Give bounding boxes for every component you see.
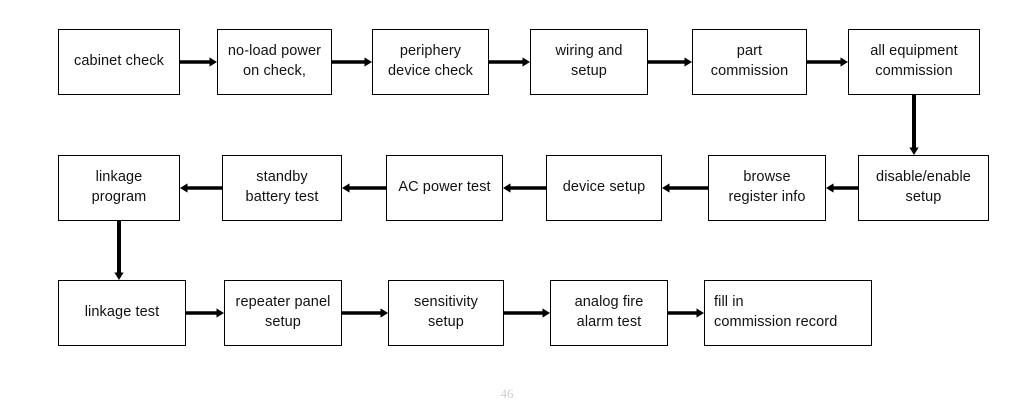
flow-node-n14: repeater panel setup [224,280,342,346]
flow-node-n12: linkage program [58,155,180,221]
flow-node-n17: fill in commission record [704,280,872,346]
flow-node-n13: linkage test [58,280,186,346]
arrow-n9-to-n10 [489,174,560,202]
flow-node-n1: cabinet check [58,29,180,95]
arrow-n4-to-n5 [634,48,706,76]
flow-node-n3: periphery device check [372,29,489,95]
flow-node-n16: analog fire alarm test [550,280,668,346]
arrow-n11-to-n12 [166,174,236,202]
arrow-n16-to-n17 [654,299,718,327]
arrow-n1-to-n2 [166,48,231,76]
arrow-n14-to-n15 [328,299,402,327]
arrow-n6-to-n7 [900,81,928,169]
flow-node-n8: browse register info [708,155,826,221]
flow-node-n7: disable/enable setup [858,155,989,221]
flow-node-n9: device setup [546,155,662,221]
arrow-n8-to-n9 [648,174,722,202]
flow-node-n15: sensitivity setup [388,280,504,346]
arrow-n15-to-n16 [490,299,564,327]
page-number: 46 [500,386,514,401]
flow-node-n2: no-load power on check, [217,29,332,95]
arrow-n10-to-n11 [328,174,400,202]
arrow-n2-to-n3 [318,48,386,76]
arrow-n5-to-n6 [793,48,862,76]
flow-node-n4: wiring and setup [530,29,648,95]
arrow-n3-to-n4 [475,48,544,76]
flow-node-n6: all equipment commission [848,29,980,95]
arrow-n13-to-n14 [172,299,238,327]
flow-node-n10: AC power test [386,155,503,221]
flow-node-n5: part commission [692,29,807,95]
arrow-n12-to-n13 [105,207,133,294]
arrow-n7-to-n8 [812,174,872,202]
flow-node-n11: standby battery test [222,155,342,221]
